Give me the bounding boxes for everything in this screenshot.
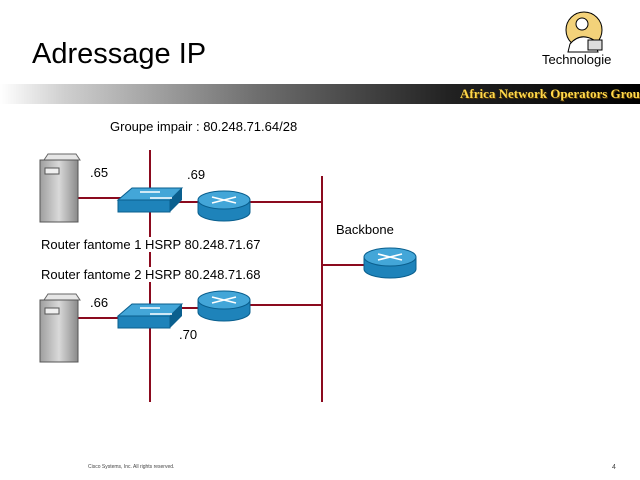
router-top-icon [197, 190, 251, 222]
group-subnet-label: Groupe impair : 80.248.71.64/28 [110, 119, 298, 134]
banner-bar [0, 84, 640, 104]
category-label: Technologie [542, 52, 612, 67]
router-bottom-address: .70 [179, 327, 198, 342]
router-backbone-icon [363, 247, 417, 279]
server-top-icon [39, 153, 81, 223]
org-logo-text: Africa Network Operators Group [460, 86, 640, 101]
server-bottom-icon [39, 293, 81, 363]
technician-clipart [565, 11, 603, 53]
slide-title: Adressage IP [32, 38, 207, 70]
footer-copyright: Cisco Systems, Inc. All rights reserved. [88, 464, 175, 470]
router-top-address: .69 [187, 167, 206, 182]
host-top-address: .65 [90, 165, 109, 180]
router-bottom-icon [197, 290, 251, 322]
backbone-label: Backbone [336, 222, 394, 237]
page-number: 4 [612, 464, 616, 471]
phantom-router-1-label: Router fantome 1 HSRP 80.248.71.67 [41, 237, 261, 252]
host-bottom-address: .66 [90, 295, 109, 310]
phantom-router-2-label: Router fantome 2 HSRP 80.248.71.68 [41, 267, 261, 282]
switch-bottom-icon [116, 303, 184, 329]
switch-top-icon [116, 187, 184, 213]
